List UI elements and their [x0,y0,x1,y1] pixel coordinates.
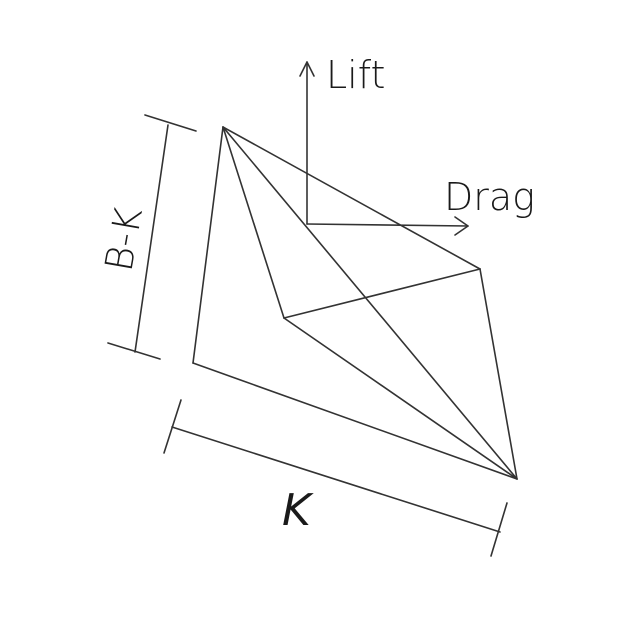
kite-spine [222,126,518,480]
kite-right-edge [479,268,518,480]
side-dimension-tick-bottom [107,342,161,360]
kite-top-edge [222,126,481,270]
kite-crossbar [283,268,481,319]
kite-bottom-edge [192,362,518,480]
side-dimension-tick-top [144,114,197,132]
kite-left-edge [192,126,224,364]
base-dimension-line [171,426,501,533]
drag-arrow-shaft [306,223,469,227]
lift-arrow-head [299,61,315,77]
kite-fold-left [222,126,285,319]
side-dimension-label: B-K [97,204,151,274]
side-dimension [107,114,197,360]
base-dimension-tick-right [490,502,508,557]
lift-arrow [299,61,315,225]
drag-arrow [306,216,469,236]
side-dimension-line [134,124,169,353]
kite-frame [192,126,518,480]
drag-arrow-head [454,216,469,236]
base-dimension-tick-left [163,399,182,454]
kite-fold-lower [283,317,518,480]
drag-label: Drag [444,175,535,219]
base-dimension-label: K [282,485,314,536]
base-dimension [163,399,508,557]
lift-label: Lift [326,53,385,97]
